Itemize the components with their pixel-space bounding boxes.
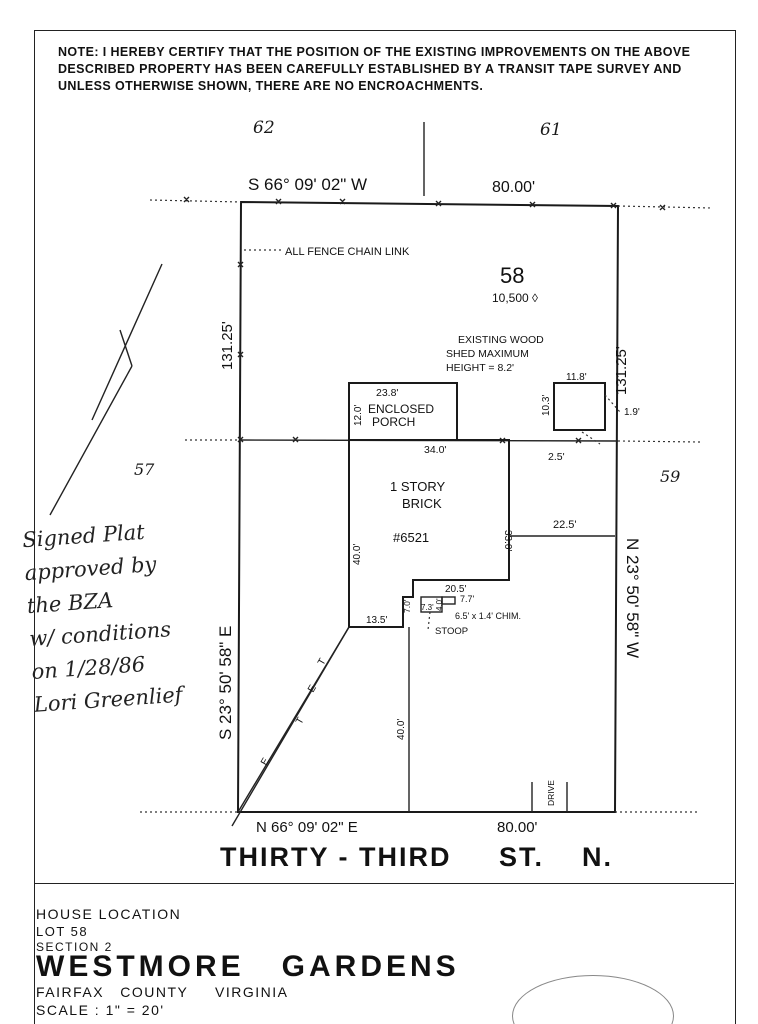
notch-dim: 7.0' — [402, 599, 412, 613]
easement-letter-1: E — [259, 756, 272, 768]
south-bearing: N 66° 09' 02" E — [256, 819, 358, 836]
house-number: #6521 — [393, 530, 429, 545]
lot-number: 58 — [500, 263, 524, 288]
pencil-line-3 — [91, 263, 163, 421]
shed-offset: 1.9' — [624, 407, 640, 418]
shed-rear-leader — [581, 431, 601, 445]
title-divider — [34, 883, 734, 884]
north-line-extension-right — [617, 205, 713, 209]
front-left: 13.5' — [366, 615, 387, 626]
easement-letter-2: T — [294, 716, 307, 727]
south-distance: 80.00' — [497, 819, 538, 836]
page-frame — [34, 30, 736, 1024]
west-distance: 131.25' — [219, 321, 236, 370]
lot-area: 10,500 ◊ — [492, 291, 538, 305]
shed-depth: 10.3' — [541, 395, 552, 416]
title-line-1: HOUSE LOCATION — [36, 906, 182, 922]
house-outline — [348, 439, 510, 628]
signature-note: Signed Plat approved by the BZA w/ condi… — [21, 512, 209, 722]
side-setback: 22.5' — [553, 519, 577, 531]
house-rear-width: 34.0' — [424, 444, 446, 456]
county-state: FAIRFAX COUNTY VIRGINIA — [36, 984, 289, 1000]
porch-label-2: PORCH — [372, 415, 415, 429]
stoop-leader — [427, 611, 431, 631]
east-bearing: N 23° 50' 58" W — [623, 538, 642, 658]
north-distance: 80.00' — [492, 179, 535, 196]
front-step: 20.5' — [445, 584, 466, 595]
title-line-2: LOT 58 — [36, 924, 89, 939]
street-name: THIRTY - THIRD ST. N. — [220, 842, 614, 872]
adjacent-lot-57: 57 — [134, 460, 155, 479]
shed-width: 11.8' — [566, 372, 587, 383]
fence-label: ALL FENCE CHAIN LINK — [285, 246, 410, 258]
west-bearing: S 23° 50' 58" E — [216, 626, 235, 740]
title-line-3: SECTION 2 — [36, 940, 113, 954]
chimney-label: 6.5' x 1.4' CHIM. — [455, 611, 521, 621]
front-setback: 40.0' — [396, 719, 407, 740]
shed-outline — [553, 382, 606, 431]
north-line-extension-left — [149, 199, 242, 203]
chimney-offset: 7.7' — [460, 594, 475, 604]
adjacent-lot-62: 62 — [253, 118, 275, 138]
north-bearing: S 66° 09' 02" W — [248, 175, 367, 194]
adjacent-lot-61: 61 — [540, 120, 562, 140]
easement-letter-3: E — [306, 683, 319, 695]
porch-width: 23.8' — [376, 387, 398, 399]
house-label-1: 1 STORY — [390, 479, 445, 494]
easement-letter-4: T — [316, 657, 329, 668]
porch-label-1: ENCLOSED — [368, 402, 434, 416]
house-label-2: BRICK — [402, 496, 442, 511]
stoop-width: 7.3' — [421, 603, 434, 612]
porch-depth: 12.0' — [353, 405, 364, 426]
adjacent-lot-59: 59 — [660, 467, 680, 486]
scale: SCALE : 1" = 20' — [36, 1002, 165, 1018]
chimney-outline — [441, 596, 456, 605]
subdivision-name: WESTMORE GARDENS — [36, 950, 460, 983]
fence-line-east — [617, 440, 701, 443]
certification-note: NOTE: I HEREBY CERTIFY THAT THE POSITION… — [58, 45, 691, 93]
east-distance: 131.25' — [613, 346, 630, 395]
house-right-depth: 33.0' — [502, 530, 513, 551]
shed-label-3: HEIGHT = 8.2' — [446, 362, 514, 374]
drive-label: DRIVE — [546, 780, 556, 806]
stoop-depth: 4.0' — [435, 598, 444, 611]
shed-rear-offset: 2.5' — [548, 451, 565, 463]
easement-line-2 — [231, 626, 350, 827]
house-left-depth: 40.0' — [352, 544, 363, 565]
pencil-line-1 — [49, 365, 133, 516]
shed-offset-leader — [604, 394, 621, 413]
pencil-line-2 — [119, 329, 133, 367]
shed-label-1: EXISTING WOOD — [458, 334, 544, 346]
stoop-label: STOOP — [435, 626, 468, 637]
shed-label-2: SHED MAXIMUM — [446, 348, 529, 360]
